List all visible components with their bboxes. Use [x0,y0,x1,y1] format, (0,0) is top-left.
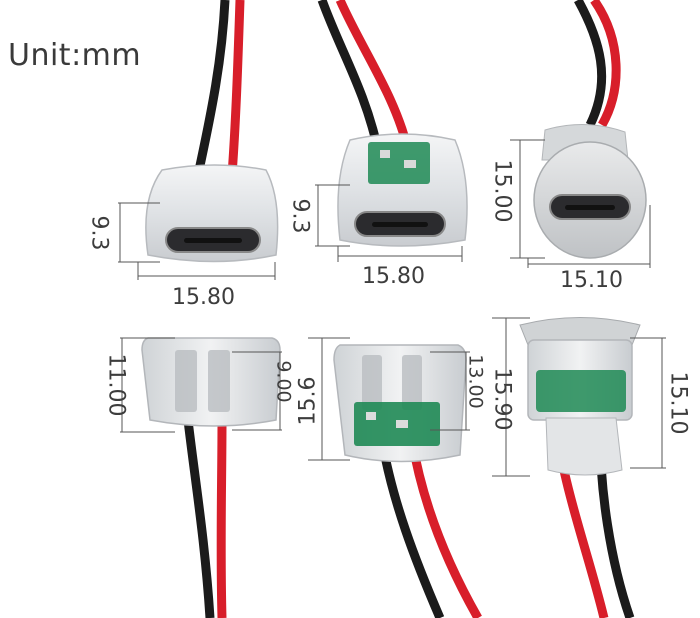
connector-bottom-left [120,337,282,618]
dim-height-top-middle: 9.3 [287,198,313,234]
connector-top-right [510,0,651,268]
black-wire [574,0,607,127]
dim-height-top-left: 9.3 [86,215,112,251]
dim-outer-bottom-middle: 15.6 [295,376,321,426]
dim-width-top-left: 15.80 [172,285,235,310]
pcb [368,142,430,184]
black-wire [193,0,230,176]
connector-bottom-middle [308,337,482,618]
red-wire [590,0,621,128]
connector-top-left [118,0,279,280]
dim-inner-bottom-left: 9.00 [272,360,295,403]
black-wire [317,0,383,151]
dim-height-top-right: 15.00 [489,159,515,223]
red-wire [335,0,413,152]
dim-width-top-middle: 15.80 [362,264,425,289]
connector-top-middle [315,0,468,262]
red-wire [227,0,245,176]
dim-width-top-right: 15.10 [560,268,623,293]
housing-cap [519,317,641,346]
red-wire [216,419,227,618]
dim-outer-bottom-right: 15.90 [489,367,515,431]
dim-inner-bottom-right: 15.10 [665,371,691,435]
dim-inner-bottom-middle: 13.00 [464,354,487,409]
connector-bottom-right [492,317,666,618]
pcb [536,370,626,412]
black-wire [183,419,215,618]
dim-outer-bottom-left: 11.00 [103,353,129,417]
boot [545,417,623,476]
unit-label: Unit:mm [8,38,142,73]
red-wire [407,439,482,618]
